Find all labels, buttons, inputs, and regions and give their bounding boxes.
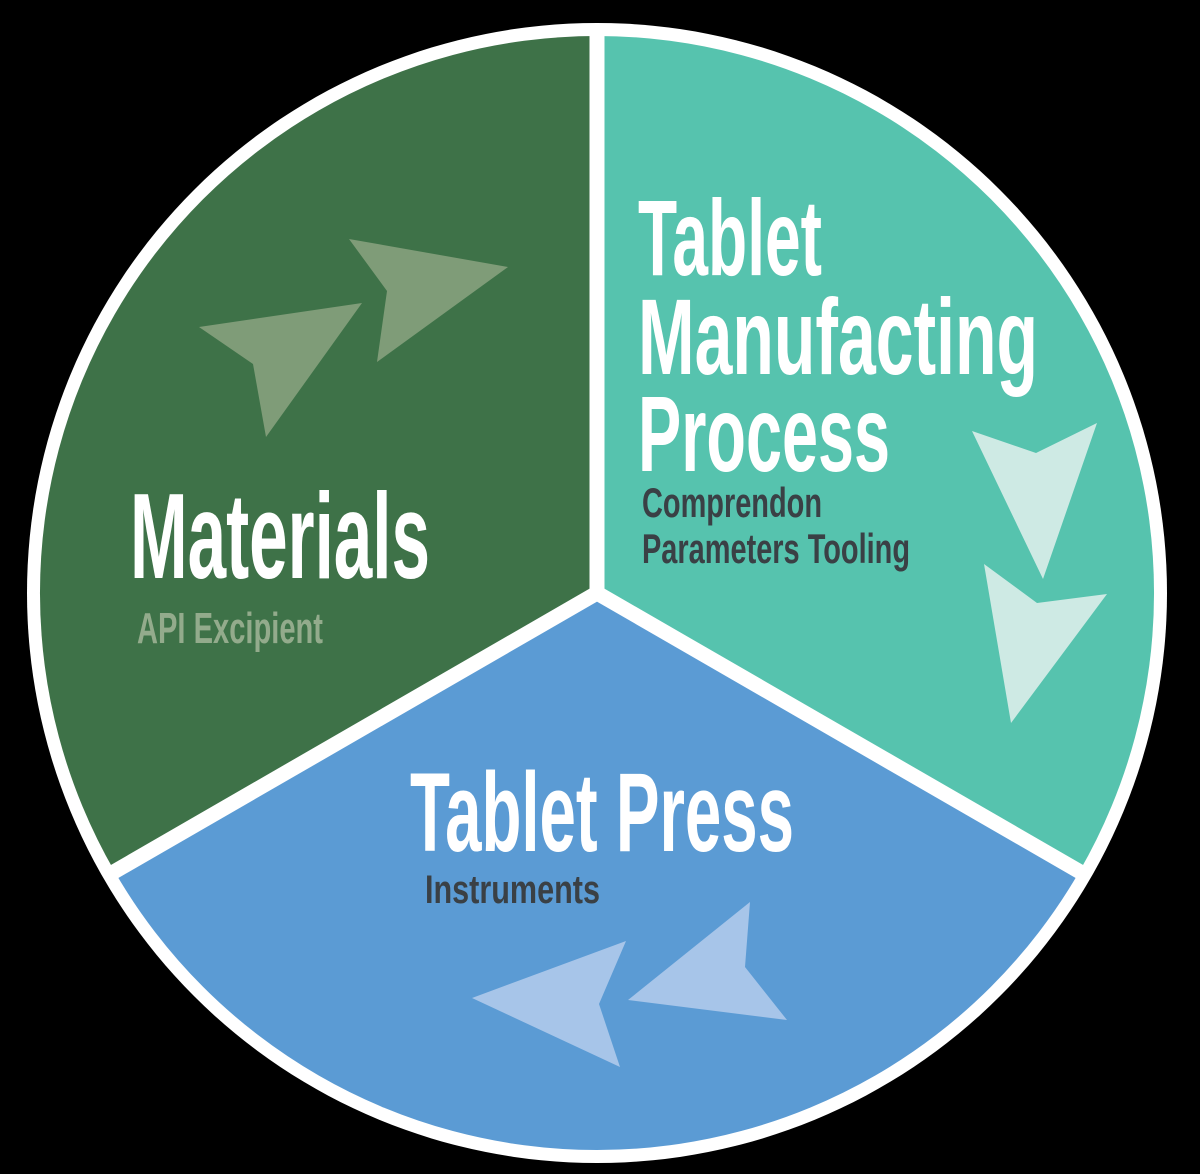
double-arrow-down-icon: [972, 423, 1107, 723]
press-subtitle: Instruments: [425, 868, 600, 912]
up-right-arrow-icon: [199, 303, 362, 437]
down-arrow-icon: [972, 423, 1097, 579]
materials-subtitle: API Excipient: [137, 604, 323, 653]
left-arrow-icon: [628, 902, 787, 1020]
up-right-arrow-icon: [349, 239, 508, 362]
process-subtitle-line-1: Comprendon: [642, 479, 822, 526]
divider-process-press: [593, 586, 1091, 883]
process-subtitle-line-2: Parameters Tooling: [642, 525, 910, 572]
divider-materials-press: [103, 586, 601, 883]
process-title-line-1: Tablet: [638, 177, 822, 298]
materials-title: Materials: [130, 468, 430, 604]
double-arrow-left-icon: [472, 902, 787, 1067]
materials-sector: [39, 36, 597, 872]
process-title-line-2: Manufacting: [638, 276, 1038, 397]
double-arrow-up-right-icon: [199, 239, 508, 437]
down-arrow-icon: [984, 564, 1107, 723]
left-arrow-icon: [472, 941, 626, 1067]
press-title: Tablet Press: [410, 750, 794, 875]
process-title-line-3: Process: [638, 373, 890, 494]
